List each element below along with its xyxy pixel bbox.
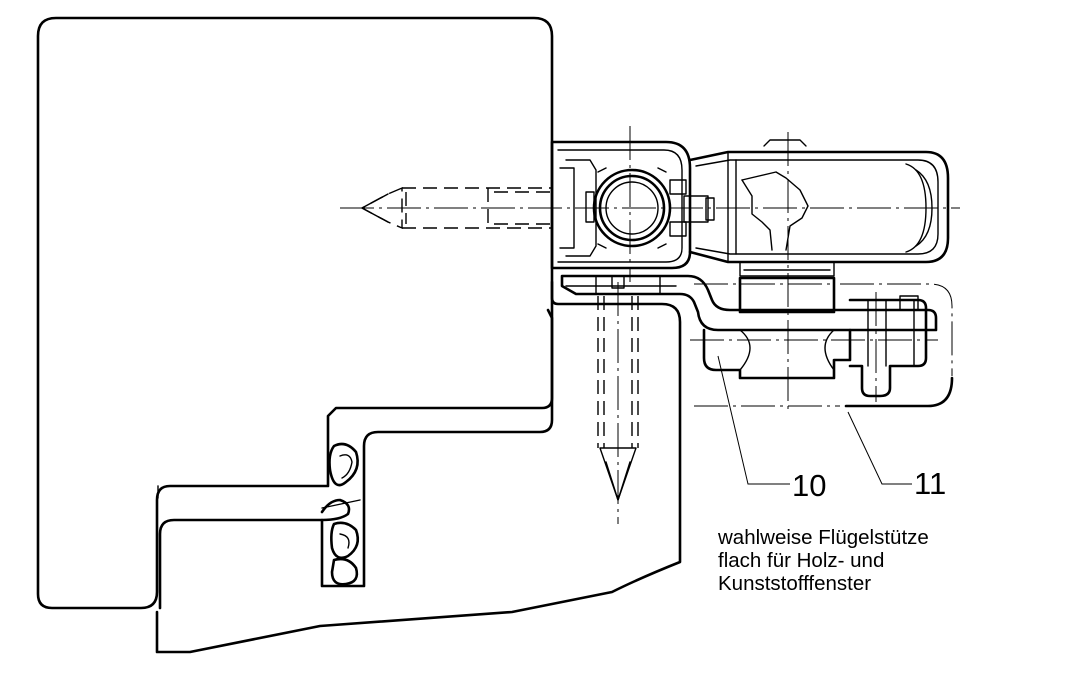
horizontal-screw	[360, 186, 552, 230]
center-lines	[340, 126, 960, 524]
support-plate	[560, 274, 938, 398]
note-line-1: wahlweise Flügelstütze	[718, 526, 929, 549]
callout-10-leader	[717, 355, 790, 485]
frame-profile	[155, 280, 682, 654]
optional-support-note: wahlweise Flügelstütze flach für Holz- u…	[718, 526, 1048, 595]
optional-flat-support-outline	[840, 283, 953, 376]
seal-gasket	[320, 442, 361, 586]
note-line-3: Kunststofffenster	[718, 572, 872, 595]
callout-11-leader	[847, 411, 912, 485]
note-line-2: flach für Holz- und	[718, 549, 885, 572]
frame-rebate	[158, 308, 554, 610]
vertical-screw	[597, 296, 639, 501]
callout-10-label: 10	[792, 468, 826, 503]
callout-11-label: 11	[914, 466, 946, 501]
